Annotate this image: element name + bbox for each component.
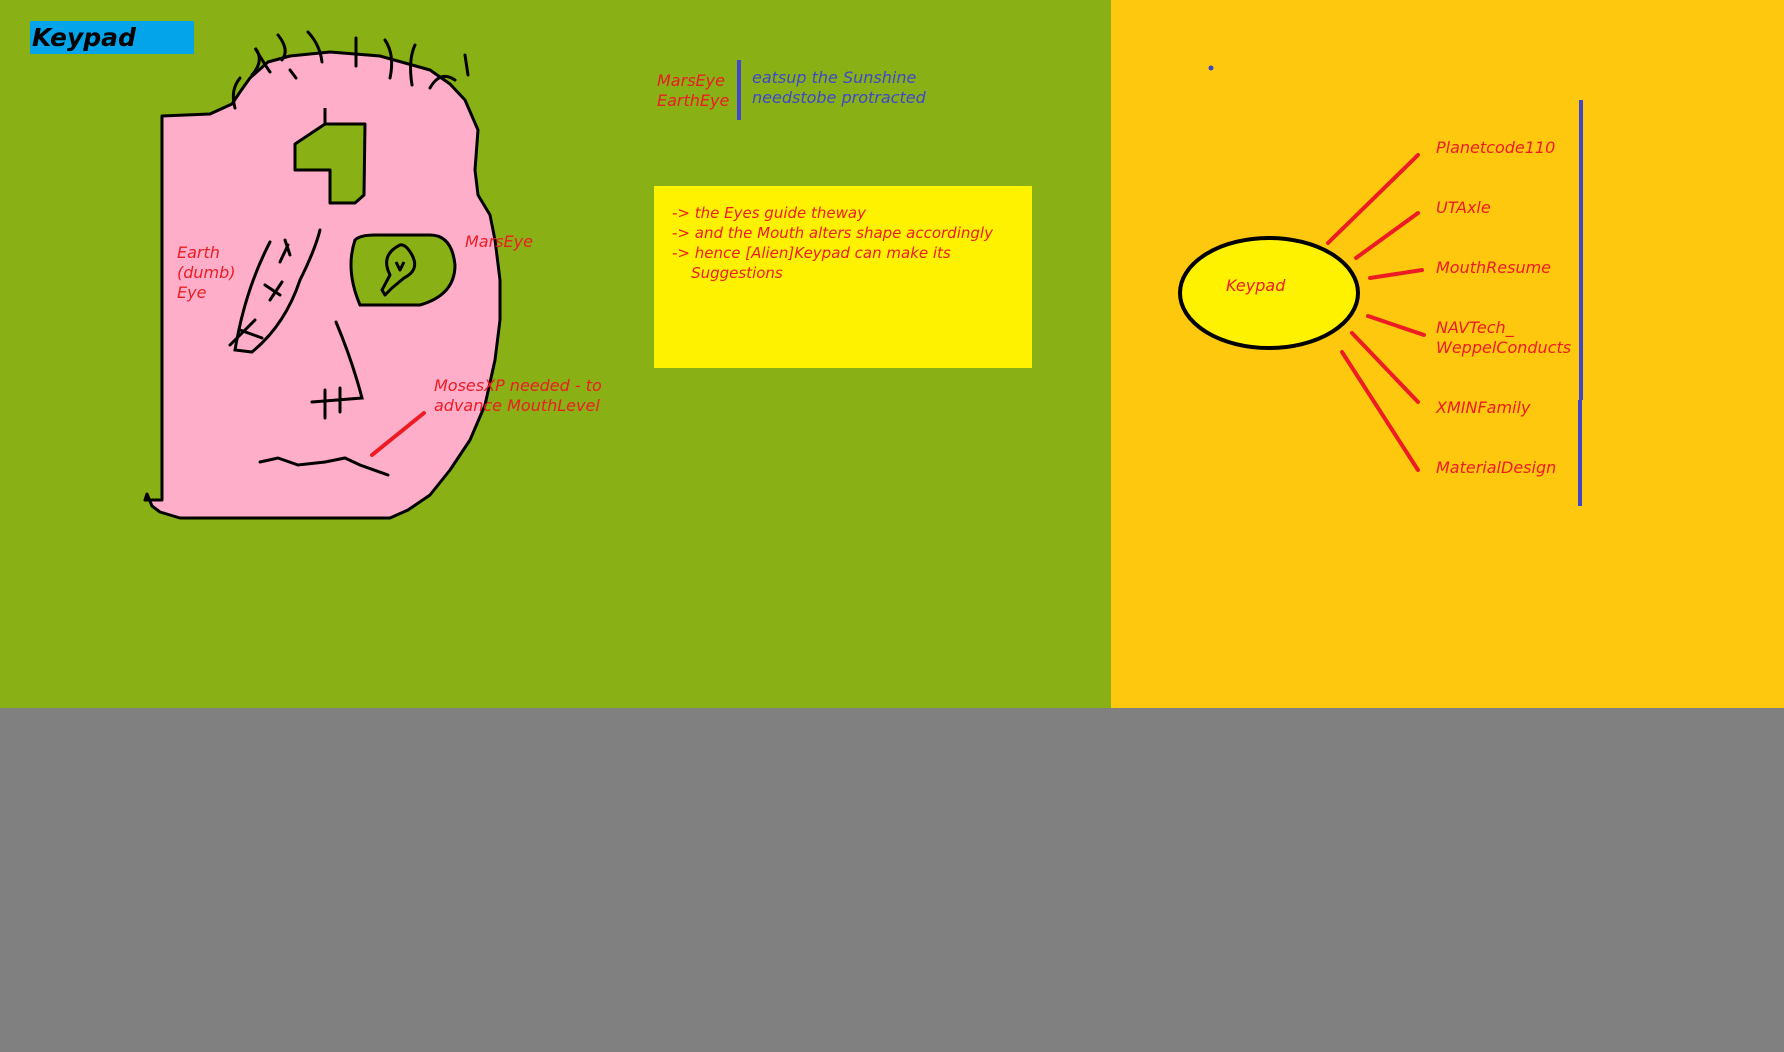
mars-eye-label: MarsEye — [465, 232, 533, 251]
legend-desc-1: eatsup the Sunshine — [752, 68, 917, 87]
earth-eye-label-1: Earth — [177, 243, 220, 262]
mouth — [258, 456, 390, 477]
ray-label-weppel: WeppelConducts — [1436, 338, 1572, 357]
note-line: -> and the Mouth alters shape accordingl… — [672, 224, 993, 242]
legend-earth-eye: EarthEye — [657, 91, 730, 110]
ray-label-navtech: NAVTech_ — [1436, 318, 1514, 337]
note-line: Suggestions — [672, 264, 783, 282]
face-outline — [143, 50, 502, 520]
earth-eye — [233, 228, 322, 354]
ray-label-material: MaterialDesign — [1436, 458, 1557, 477]
hair-strands — [231, 30, 470, 110]
mars-eye — [349, 233, 457, 307]
moses-label-2: advance MouthLevel — [434, 396, 600, 415]
earth-eye-label-2: (dumb) — [177, 263, 236, 282]
note-box: -> the Eyes guide theway -> and the Mout… — [654, 186, 1032, 368]
keypad-sun — [1178, 236, 1360, 350]
legend-mars-eye: MarsEye — [657, 71, 725, 90]
ray-label-mouthresume: MouthResume — [1436, 258, 1552, 277]
ray-label-utaxle: UTAxle — [1436, 198, 1491, 217]
note-line: -> the Eyes guide theway — [672, 204, 866, 222]
orange-canvas-region — [1111, 0, 1784, 708]
sun-rays — [1326, 153, 1426, 472]
moses-label-1: MosesXP needed - to — [434, 376, 602, 395]
earth-eye-label-3: Eye — [177, 283, 207, 302]
ray-label-xmin: XMINFamily — [1436, 398, 1531, 417]
note-line: -> hence [Alien]Keypad can make its — [672, 244, 951, 262]
nose — [310, 320, 364, 420]
empty-gray-area — [0, 708, 1784, 1052]
ray-label-planetcode: Planetcode110 — [1436, 138, 1556, 157]
title-label: Keypad — [30, 21, 194, 54]
forehead-patch — [293, 108, 367, 205]
legend-desc-2: needstobe protracted — [752, 88, 926, 107]
sun-center-label: Keypad — [1226, 276, 1286, 295]
